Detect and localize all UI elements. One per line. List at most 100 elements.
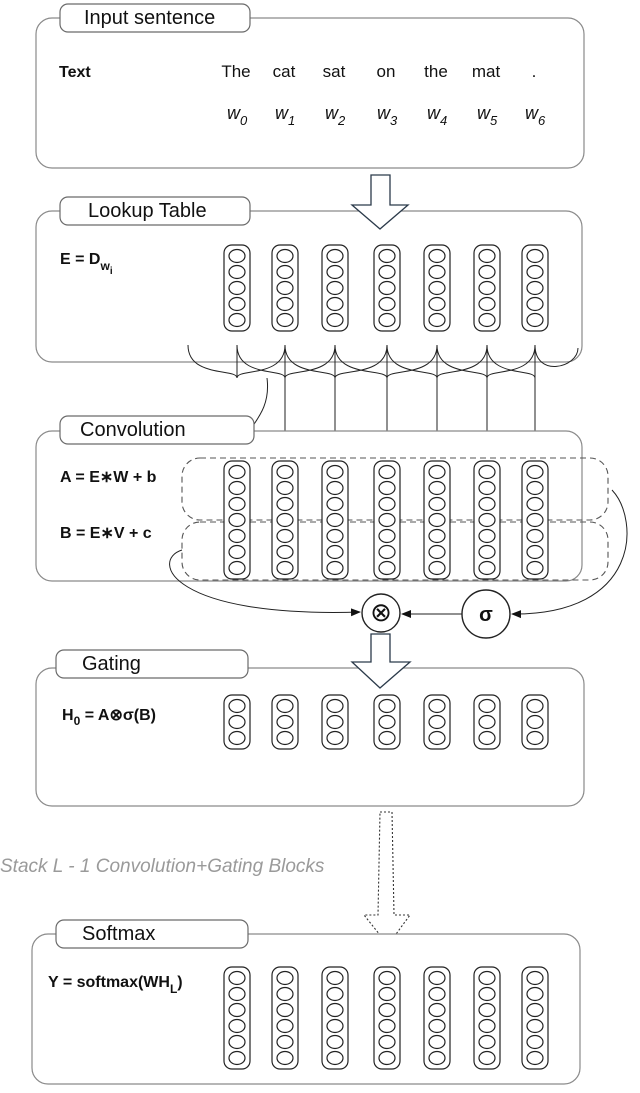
word-token: cat: [273, 62, 296, 81]
convolution-panel-tab: [59, 415, 255, 445]
neuron-node: [228, 1002, 246, 1018]
neuron-node: [478, 296, 496, 312]
neuron-node: [478, 970, 496, 986]
neuron-node: [378, 1002, 396, 1018]
embedding-column: [321, 244, 349, 332]
neuron-node: [326, 280, 344, 296]
neuron-node: [326, 512, 344, 528]
neuron-node: [428, 528, 446, 544]
neuron-node: [228, 714, 246, 730]
neuron-node: [478, 1034, 496, 1050]
word-token: sat: [323, 62, 346, 81]
gating-output-columns: [223, 694, 549, 750]
word-token: The: [221, 62, 250, 81]
neuron-node: [276, 1002, 294, 1018]
neuron-node: [378, 560, 396, 576]
neuron-node: [526, 496, 544, 512]
word-symbol-sub: 1: [288, 113, 295, 128]
neuron-node: [228, 528, 246, 544]
neuron-node: [276, 986, 294, 1002]
gating-panel-title: Gating: [82, 653, 141, 675]
neuron-node: [276, 248, 294, 264]
word-symbol-sub: 6: [538, 113, 546, 128]
gating-formula-h: H: [62, 707, 74, 724]
neuron-node: [526, 512, 544, 528]
neuron-node: [276, 970, 294, 986]
neuron-node: [478, 248, 496, 264]
neuron-node: [478, 312, 496, 328]
conv-curve: [436, 344, 488, 379]
neuron-node: [478, 528, 496, 544]
neuron-node: [428, 264, 446, 280]
neuron-node: [526, 264, 544, 280]
gating-panel-tab: [55, 649, 249, 679]
word-symbol-base: w: [427, 103, 441, 123]
neuron-node: [228, 970, 246, 986]
neuron-node: [228, 248, 246, 264]
neuron-node: [478, 1018, 496, 1034]
neuron-node: [428, 1018, 446, 1034]
neuron-node: [378, 264, 396, 280]
neuron-node: [276, 1050, 294, 1066]
neuron-node: [478, 480, 496, 496]
gating-formula-rest: = A⊗σ(B): [80, 707, 156, 724]
convolution-feature-columns: [223, 460, 549, 580]
softmax-column: [473, 966, 501, 1070]
conv-curve: [284, 344, 336, 379]
neuron-node: [428, 544, 446, 560]
neuron-node: [276, 280, 294, 296]
neuron-node: [428, 280, 446, 296]
neuron-node: [526, 1050, 544, 1066]
conv-curve: [486, 344, 536, 379]
neuron-node: [378, 1034, 396, 1050]
neuron-node: [428, 698, 446, 714]
conv-curve: [187, 344, 238, 379]
neuron-node: [326, 1034, 344, 1050]
neuron-node: [478, 496, 496, 512]
neuron-node: [228, 264, 246, 280]
neuron-node: [378, 528, 396, 544]
softmax-column: [423, 966, 451, 1070]
neuron-node: [526, 970, 544, 986]
sigma-operator: [461, 589, 511, 639]
neuron-node: [526, 1034, 544, 1050]
word-token: .: [532, 62, 537, 81]
gating-column: [521, 694, 549, 750]
softmax-column: [223, 966, 251, 1070]
embedding-column: [373, 244, 401, 332]
neuron-node: [378, 296, 396, 312]
neuron-node: [378, 496, 396, 512]
gating-column: [223, 694, 251, 750]
neuron-node: [428, 714, 446, 730]
text-row-label: Text: [59, 64, 91, 81]
conv-column: [521, 460, 549, 580]
conv-column: [223, 460, 251, 580]
neuron-node: [326, 714, 344, 730]
neuron-node: [276, 312, 294, 328]
conv-curve: [534, 344, 579, 367]
softmax-formula: Y = softmax(WHL): [48, 974, 183, 996]
neuron-node: [478, 560, 496, 576]
neuron-node: [478, 280, 496, 296]
neuron-node: [326, 730, 344, 746]
neuron-node: [478, 730, 496, 746]
word-symbol-base: w: [325, 103, 339, 123]
word-symbol: w1: [275, 103, 295, 128]
lookup-formula: E = Dwi: [60, 251, 113, 277]
softmax-formula-main: Y = softmax(WH: [48, 974, 170, 991]
lookup-formula-sub: w: [99, 259, 110, 273]
neuron-node: [478, 714, 496, 730]
neuron-node: [228, 1034, 246, 1050]
neuron-node: [378, 1018, 396, 1034]
embedding-column: [521, 244, 549, 332]
multiply-symbol: ⊗: [370, 597, 392, 627]
neuron-node: [378, 1050, 396, 1066]
neuron-node: [428, 730, 446, 746]
embedding-column: [473, 244, 501, 332]
conv-curve: [334, 344, 388, 379]
neuron-node: [326, 560, 344, 576]
gating-panel-box: [35, 667, 585, 807]
neuron-node: [378, 714, 396, 730]
